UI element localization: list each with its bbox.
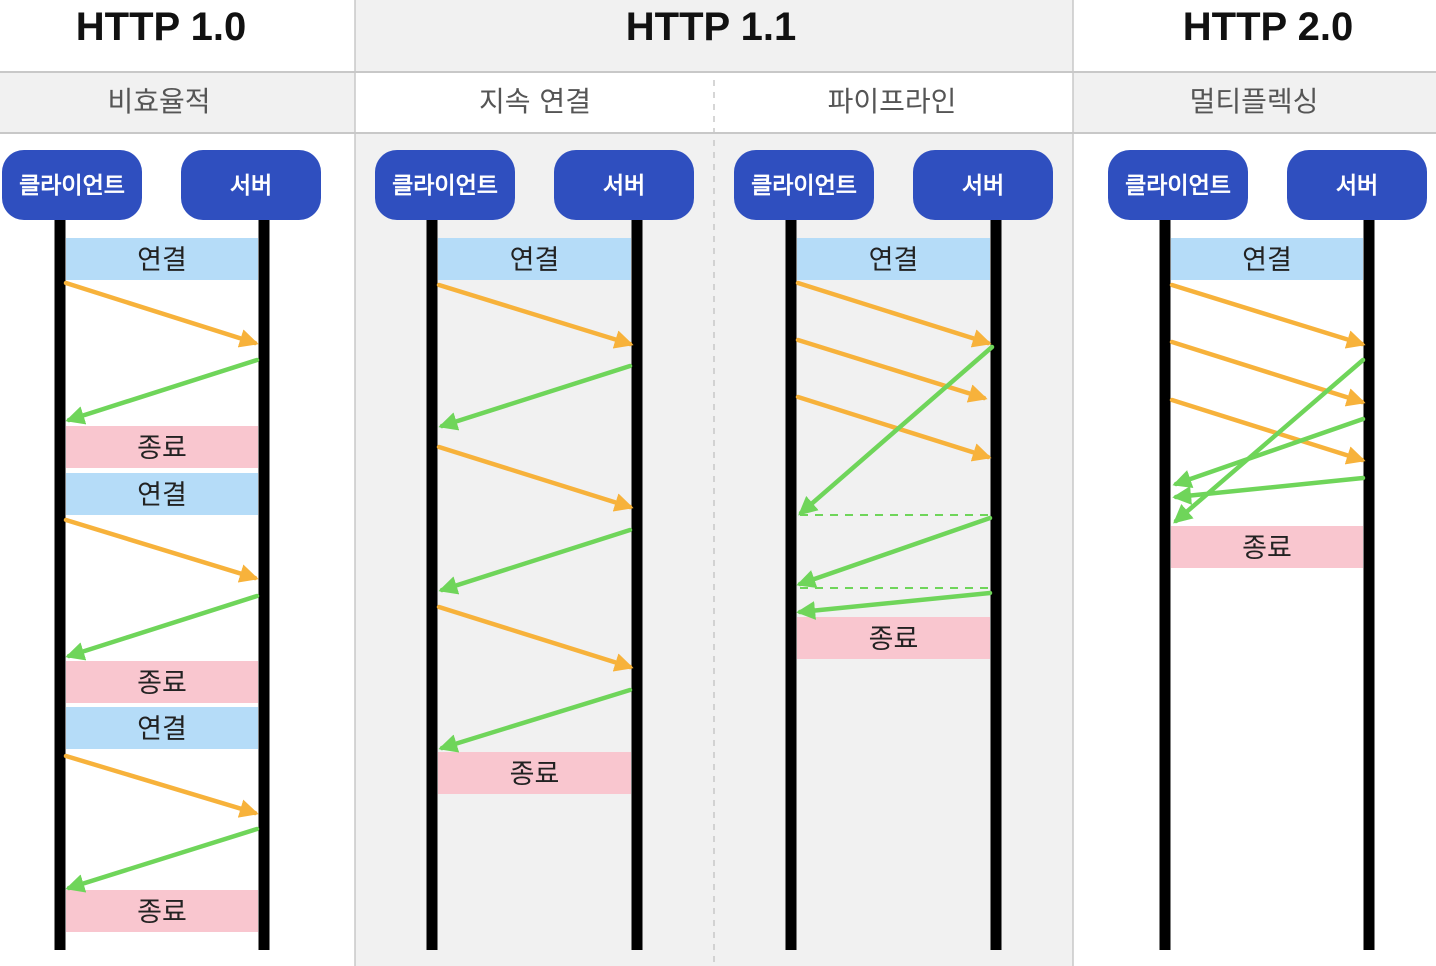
response-arrow [1173,357,1366,524]
server-node-label: 서버 [603,173,645,199]
subtitle-band-http10 [0,72,355,133]
response-arrow [1172,475,1366,505]
response-arrow [438,527,633,595]
connect-box [66,473,258,515]
connect-box [1171,238,1363,280]
client-node-label: 클라이언트 [19,173,125,199]
close-box [66,426,258,468]
request-arrow [795,280,992,348]
close-box [438,752,631,794]
panel-subtitle: 멀티플렉싱 [1190,85,1319,118]
close-box [66,890,258,932]
panel-subtitle: 지속 연결 [479,85,591,118]
connect-box-label: 연결 [510,245,560,276]
server-node [554,150,694,220]
header-title: HTTP 2.0 [1183,5,1353,49]
connect-box-label: 연결 [137,714,187,745]
client-node [1108,150,1248,220]
request-arrow [63,753,259,818]
close-box-label: 종료 [1242,533,1292,564]
connect-box-label: 연결 [869,245,919,276]
server-node-label: 서버 [230,173,272,199]
response-arrow [65,357,260,425]
response-arrow [65,826,260,893]
close-box-label: 종료 [869,624,919,655]
server-node-label: 서버 [1336,173,1378,199]
header-title: HTTP 1.0 [76,5,246,49]
request-arrow [795,337,988,403]
server-node [181,150,321,220]
close-box-label: 종료 [137,668,187,699]
response-arrow [438,363,633,431]
response-arrow [1172,416,1366,488]
close-box [66,661,258,703]
connect-box-label: 연결 [137,245,187,276]
client-node [375,150,515,220]
close-box [1171,526,1363,568]
response-arrow [65,593,260,661]
connect-box [66,707,258,749]
request-arrow [63,517,259,583]
client-node-label: 클라이언트 [392,173,498,199]
close-box-label: 종료 [510,759,560,790]
request-arrow [1169,397,1366,465]
panel-subtitle: 비효율적 [107,85,210,118]
response-arrow [798,344,995,516]
request-arrow [436,282,634,349]
client-node-label: 클라이언트 [1125,173,1231,199]
header-title: HTTP 1.1 [626,5,796,49]
connect-box-label: 연결 [137,480,187,511]
close-box-label: 종료 [137,897,187,928]
client-node [2,150,142,220]
response-arrow [438,687,633,753]
subtitle-band-http20 [1073,72,1436,133]
request-arrow [436,444,634,512]
request-arrow [1169,282,1366,349]
close-box [797,617,990,659]
close-box-label: 종료 [137,433,187,464]
client-node [734,150,874,220]
response-arrow [796,515,993,588]
request-arrow [63,280,259,348]
request-arrow [436,604,634,672]
server-node [913,150,1053,220]
connect-box-label: 연결 [1242,245,1292,276]
server-node [1287,150,1427,220]
connect-box [438,238,631,280]
client-node-label: 클라이언트 [751,173,857,199]
server-node-label: 서버 [962,173,1004,199]
request-arrow [795,394,992,462]
connect-box [66,238,258,280]
request-arrow [1169,339,1366,407]
connect-box [797,238,990,280]
response-arrow [796,590,993,620]
header-band-http11 [355,0,1073,72]
panel-subtitle: 파이프라인 [828,85,957,118]
